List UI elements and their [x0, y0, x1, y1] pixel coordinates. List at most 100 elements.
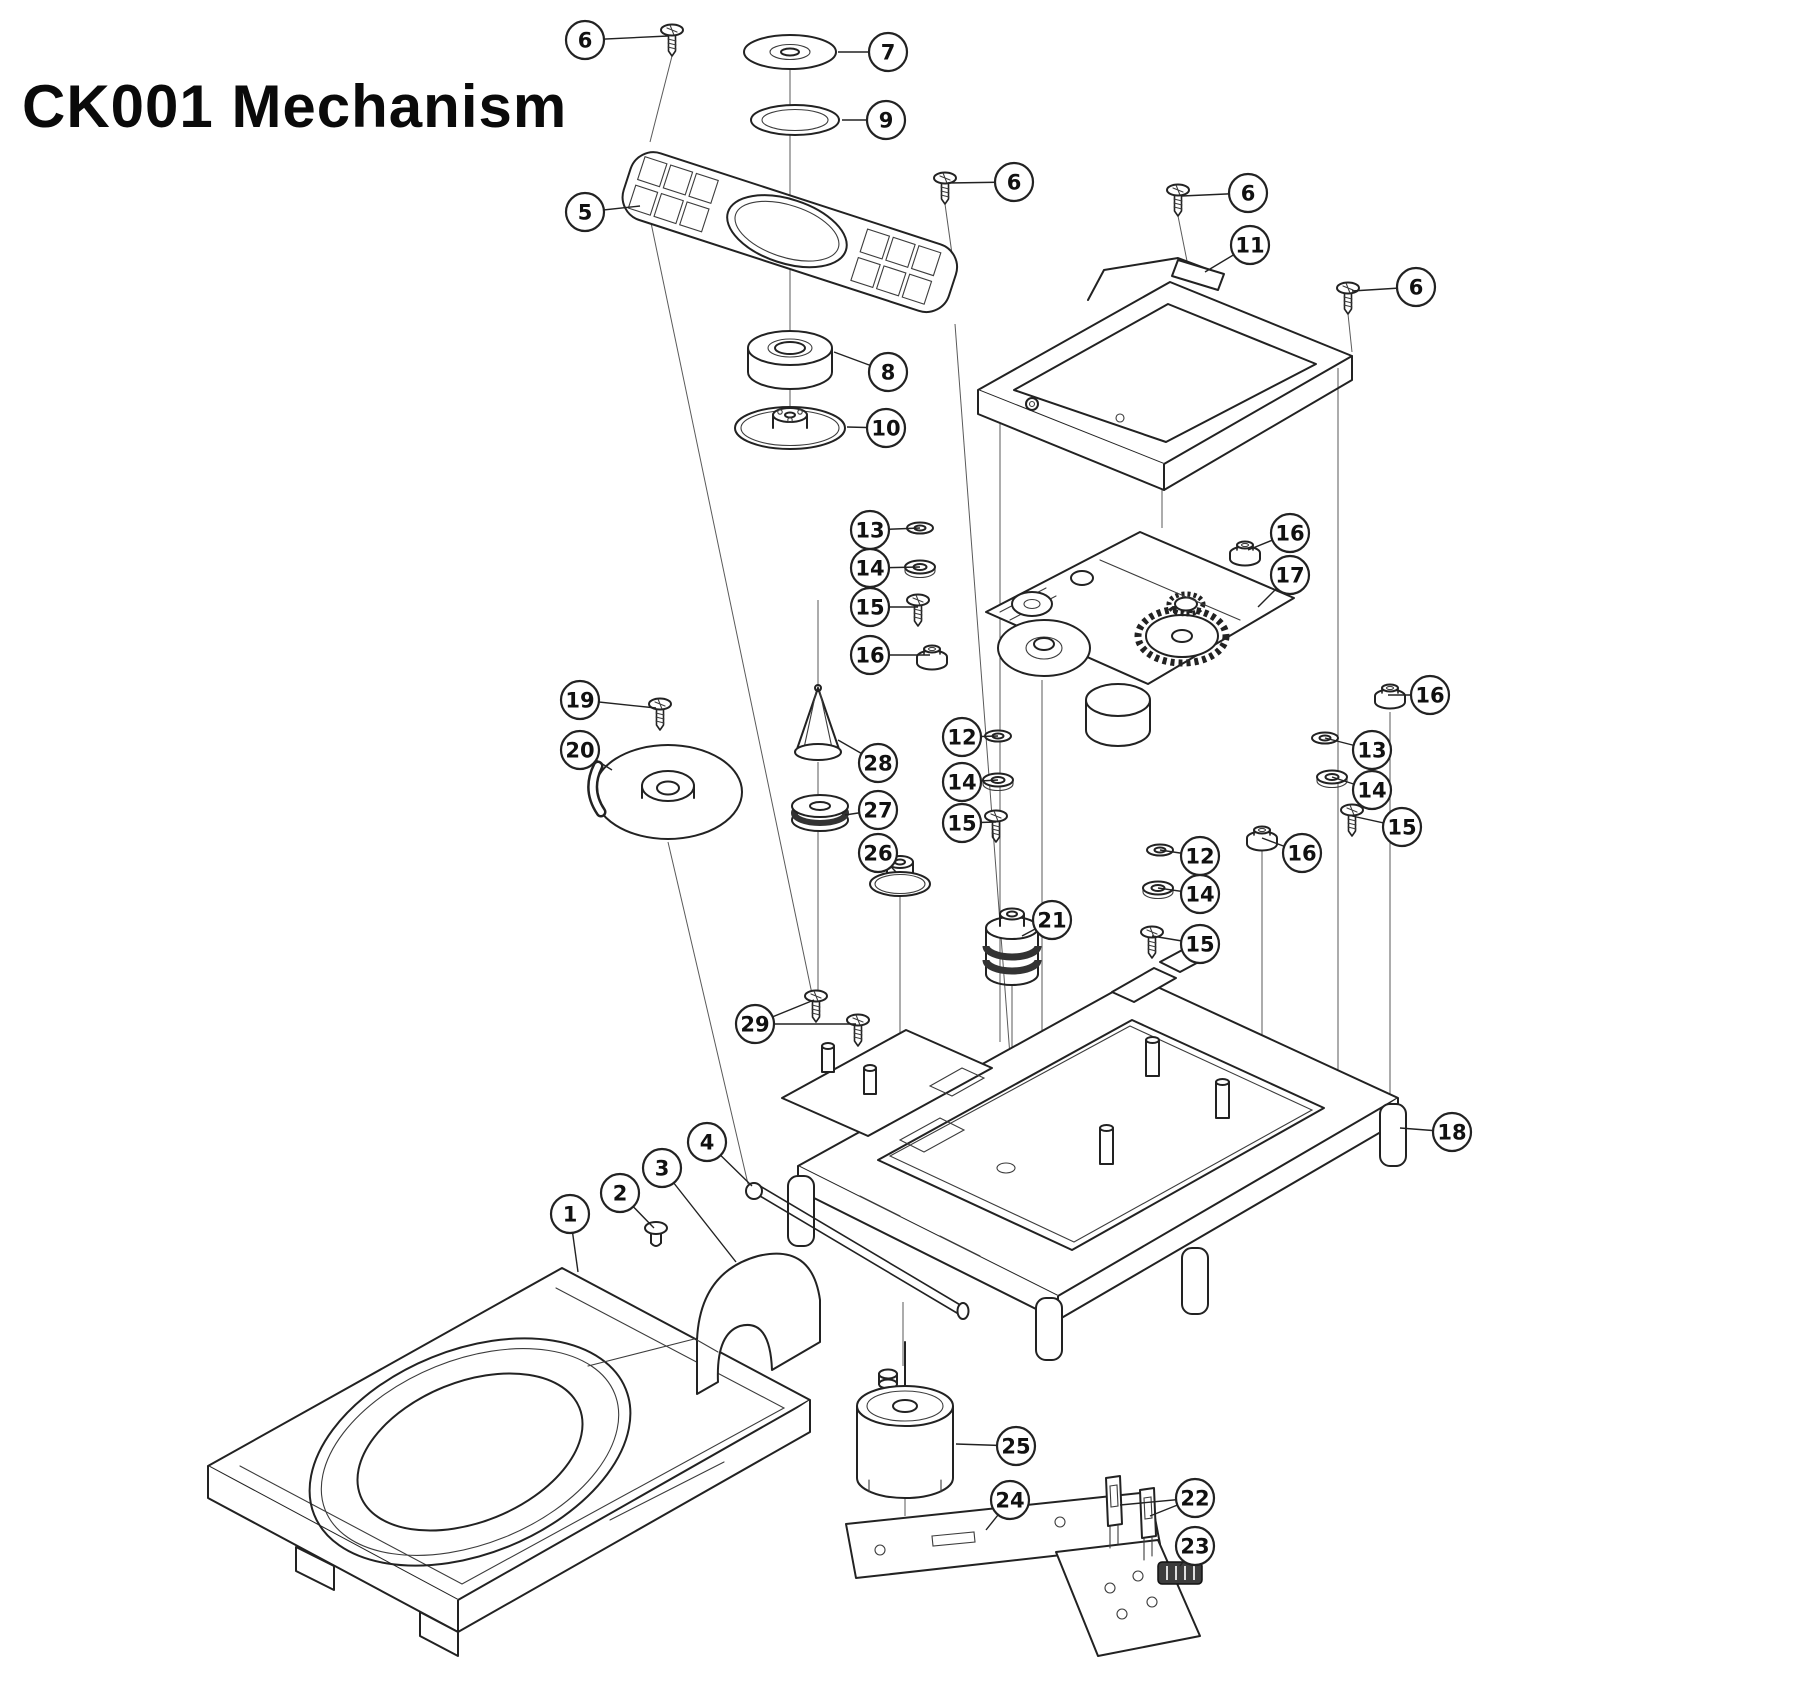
washer-14-left: [904, 559, 936, 579]
svg-text:8: 8: [881, 361, 896, 385]
callout-6: 6: [947, 161, 1035, 203]
svg-text:16: 16: [1287, 842, 1316, 866]
part-loading-motor: [856, 1341, 954, 1499]
svg-text:20: 20: [565, 739, 594, 763]
svg-text:13: 13: [855, 519, 884, 543]
grommet-16-right: [1374, 683, 1406, 710]
callout-6: 6: [564, 19, 669, 61]
svg-text:15: 15: [1185, 933, 1214, 957]
svg-text:17: 17: [1275, 564, 1304, 588]
callout-3: 3: [641, 1147, 737, 1263]
callout-23: 23: [1174, 1525, 1216, 1567]
callout-11: 11: [1204, 224, 1271, 273]
callout-21: 21: [1021, 899, 1073, 941]
part-base-chassis: [781, 947, 1407, 1361]
callout-22: 22: [1119, 1477, 1216, 1519]
part-rotor-disc: [734, 406, 846, 450]
svg-text:2: 2: [613, 1182, 628, 1206]
svg-text:7: 7: [881, 41, 896, 65]
screw-15-left: [906, 593, 930, 627]
svg-text:14: 14: [1185, 883, 1214, 907]
svg-text:5: 5: [578, 201, 593, 225]
part-switches: [1105, 1475, 1157, 1561]
grommet-16-top: [1229, 540, 1261, 567]
part-loader-bracket: [977, 257, 1353, 491]
svg-text:26: 26: [863, 842, 892, 866]
part-friction-ring: [750, 104, 840, 136]
callout-14: 14: [1157, 873, 1221, 915]
callout-15: 15: [941, 802, 997, 844]
svg-text:16: 16: [855, 644, 884, 668]
svg-text:23: 23: [1180, 1535, 1209, 1559]
screw-6-a: [660, 23, 684, 57]
callout-6: 6: [1351, 266, 1437, 308]
washer-14-mid: [982, 772, 1014, 792]
svg-text:13: 13: [1357, 739, 1386, 763]
part-connector: [1157, 1561, 1203, 1585]
callout-12: 12: [941, 716, 999, 758]
callout-9: 9: [842, 99, 907, 141]
svg-text:19: 19: [565, 689, 594, 713]
screw-15-bottom: [1140, 925, 1164, 959]
callout-29: 29: [734, 999, 856, 1045]
svg-text:6: 6: [1241, 182, 1256, 206]
part-gear-cover: [696, 1252, 821, 1395]
part-top-disc: [743, 34, 837, 70]
svg-text:25: 25: [1001, 1435, 1030, 1459]
part-clamp-puck: [747, 330, 833, 390]
callout-1: 1: [549, 1193, 591, 1273]
callout-2: 2: [599, 1172, 655, 1229]
svg-text:29: 29: [740, 1013, 769, 1037]
svg-text:3: 3: [655, 1157, 670, 1181]
callout-16: 16: [1388, 674, 1451, 716]
svg-text:21: 21: [1037, 909, 1066, 933]
screw-15-right: [1340, 803, 1364, 837]
callout-5: 5: [564, 191, 641, 233]
part-stud: [644, 1221, 668, 1247]
screw-15-mid: [984, 809, 1008, 843]
part-disc-tray: [207, 1267, 811, 1657]
svg-text:14: 14: [1357, 779, 1386, 803]
callout-19: 19: [559, 679, 657, 721]
svg-text:11: 11: [1235, 234, 1264, 258]
callout-16: 16: [849, 634, 930, 676]
svg-text:16: 16: [1275, 522, 1304, 546]
svg-text:15: 15: [947, 812, 976, 836]
page-title: CK001 Mechanism: [22, 73, 568, 140]
washer-14-right: [1316, 769, 1348, 789]
callout-15: 15: [849, 586, 918, 628]
part-cam-gear: [982, 907, 1042, 986]
callout-14: 14: [941, 761, 999, 803]
callout-27: 27: [844, 789, 899, 831]
svg-text:6: 6: [1409, 276, 1424, 300]
callout-24: 24: [985, 1479, 1031, 1531]
part-guide-rod: [745, 1182, 970, 1320]
callout-15: 15: [1151, 923, 1221, 965]
callout-26: 26: [857, 832, 899, 874]
svg-text:15: 15: [1387, 816, 1416, 840]
callout-17: 17: [1257, 554, 1311, 608]
svg-text:1: 1: [563, 1203, 578, 1227]
grommet-16-left: [916, 644, 948, 671]
svg-text:18: 18: [1437, 1121, 1466, 1145]
callout-25: 25: [955, 1425, 1037, 1467]
svg-text:22: 22: [1180, 1487, 1209, 1511]
screw-29-a: [804, 989, 828, 1023]
callout-4: 4: [686, 1121, 753, 1187]
svg-text:4: 4: [700, 1131, 715, 1155]
svg-text:15: 15: [855, 596, 884, 620]
callout-7: 7: [838, 31, 909, 73]
svg-text:6: 6: [578, 29, 593, 53]
part-washer-stack: [791, 794, 849, 832]
svg-text:12: 12: [947, 726, 976, 750]
screw-6-c: [1166, 183, 1190, 217]
svg-text:14: 14: [855, 557, 884, 581]
callout-8: 8: [833, 351, 909, 393]
screw-29-b: [846, 1013, 870, 1047]
callout-10: 10: [846, 407, 907, 449]
callout-12: 12: [1159, 835, 1221, 877]
part-cam-disc: [587, 744, 743, 840]
